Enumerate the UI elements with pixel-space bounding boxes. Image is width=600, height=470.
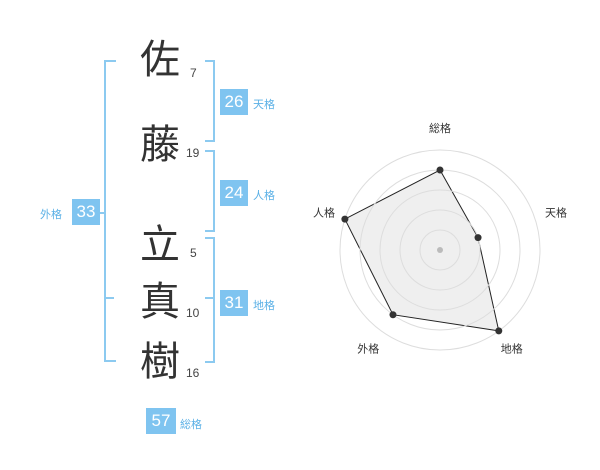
radar-axis-label-5: 人格 <box>313 205 335 219</box>
radar-point-2 <box>474 234 482 242</box>
name-char-1: 佐 <box>140 37 180 83</box>
name-char-3: 立 <box>140 222 180 268</box>
gaikaku-label: 外格 <box>40 208 62 221</box>
radar-axis-label-4: 外格 <box>357 342 379 356</box>
stroke-count-5: 16 <box>186 366 200 380</box>
radar-axis-label-1: 総格 <box>429 121 451 135</box>
chikaku-label: 地格 <box>253 299 275 312</box>
radar-ring-5 <box>339 149 541 351</box>
soukaku-value-badge: 57 <box>146 408 176 434</box>
stroke-count-1: 7 <box>190 66 197 80</box>
name-char-4: 真 <box>140 279 180 325</box>
gaikaku-value-badge: 33 <box>72 199 100 225</box>
radar-ring-1 <box>419 229 461 271</box>
soukaku-label: 総格 <box>180 418 202 431</box>
gaikaku-bracket <box>104 60 116 362</box>
radar-axis-label-2: 天格 <box>545 205 567 219</box>
radar-point-4 <box>389 311 397 319</box>
radar-ring-2 <box>399 209 481 291</box>
jinkaku-bracket <box>205 150 215 232</box>
radar-ring-3 <box>379 189 501 311</box>
chikaku-bracket-tick <box>205 297 215 299</box>
chikaku-bracket <box>205 237 215 363</box>
tenkaku-label: 天格 <box>253 98 275 111</box>
radar-value-area <box>344 169 500 332</box>
stroke-count-3: 5 <box>190 246 197 260</box>
gaikaku-inner-tick <box>104 297 114 299</box>
chikaku-value-badge: 31 <box>220 290 248 316</box>
radar-center-dot <box>437 247 443 253</box>
name-char-5: 樹 <box>140 339 180 385</box>
tenkaku-bracket <box>205 60 215 142</box>
tenkaku-value-badge: 26 <box>220 89 248 115</box>
radar-point-1 <box>436 166 444 174</box>
jinkaku-value-badge: 24 <box>220 180 248 206</box>
radar-axis-label-3: 地格 <box>501 342 523 356</box>
gaikaku-bracket-stub <box>100 212 106 214</box>
radar-point-3 <box>495 327 503 335</box>
stroke-count-2: 19 <box>186 146 200 160</box>
name-char-2: 藤 <box>140 122 180 168</box>
jinkaku-label: 人格 <box>253 189 275 202</box>
radar-point-5 <box>341 215 349 223</box>
stroke-count-4: 10 <box>186 306 200 320</box>
